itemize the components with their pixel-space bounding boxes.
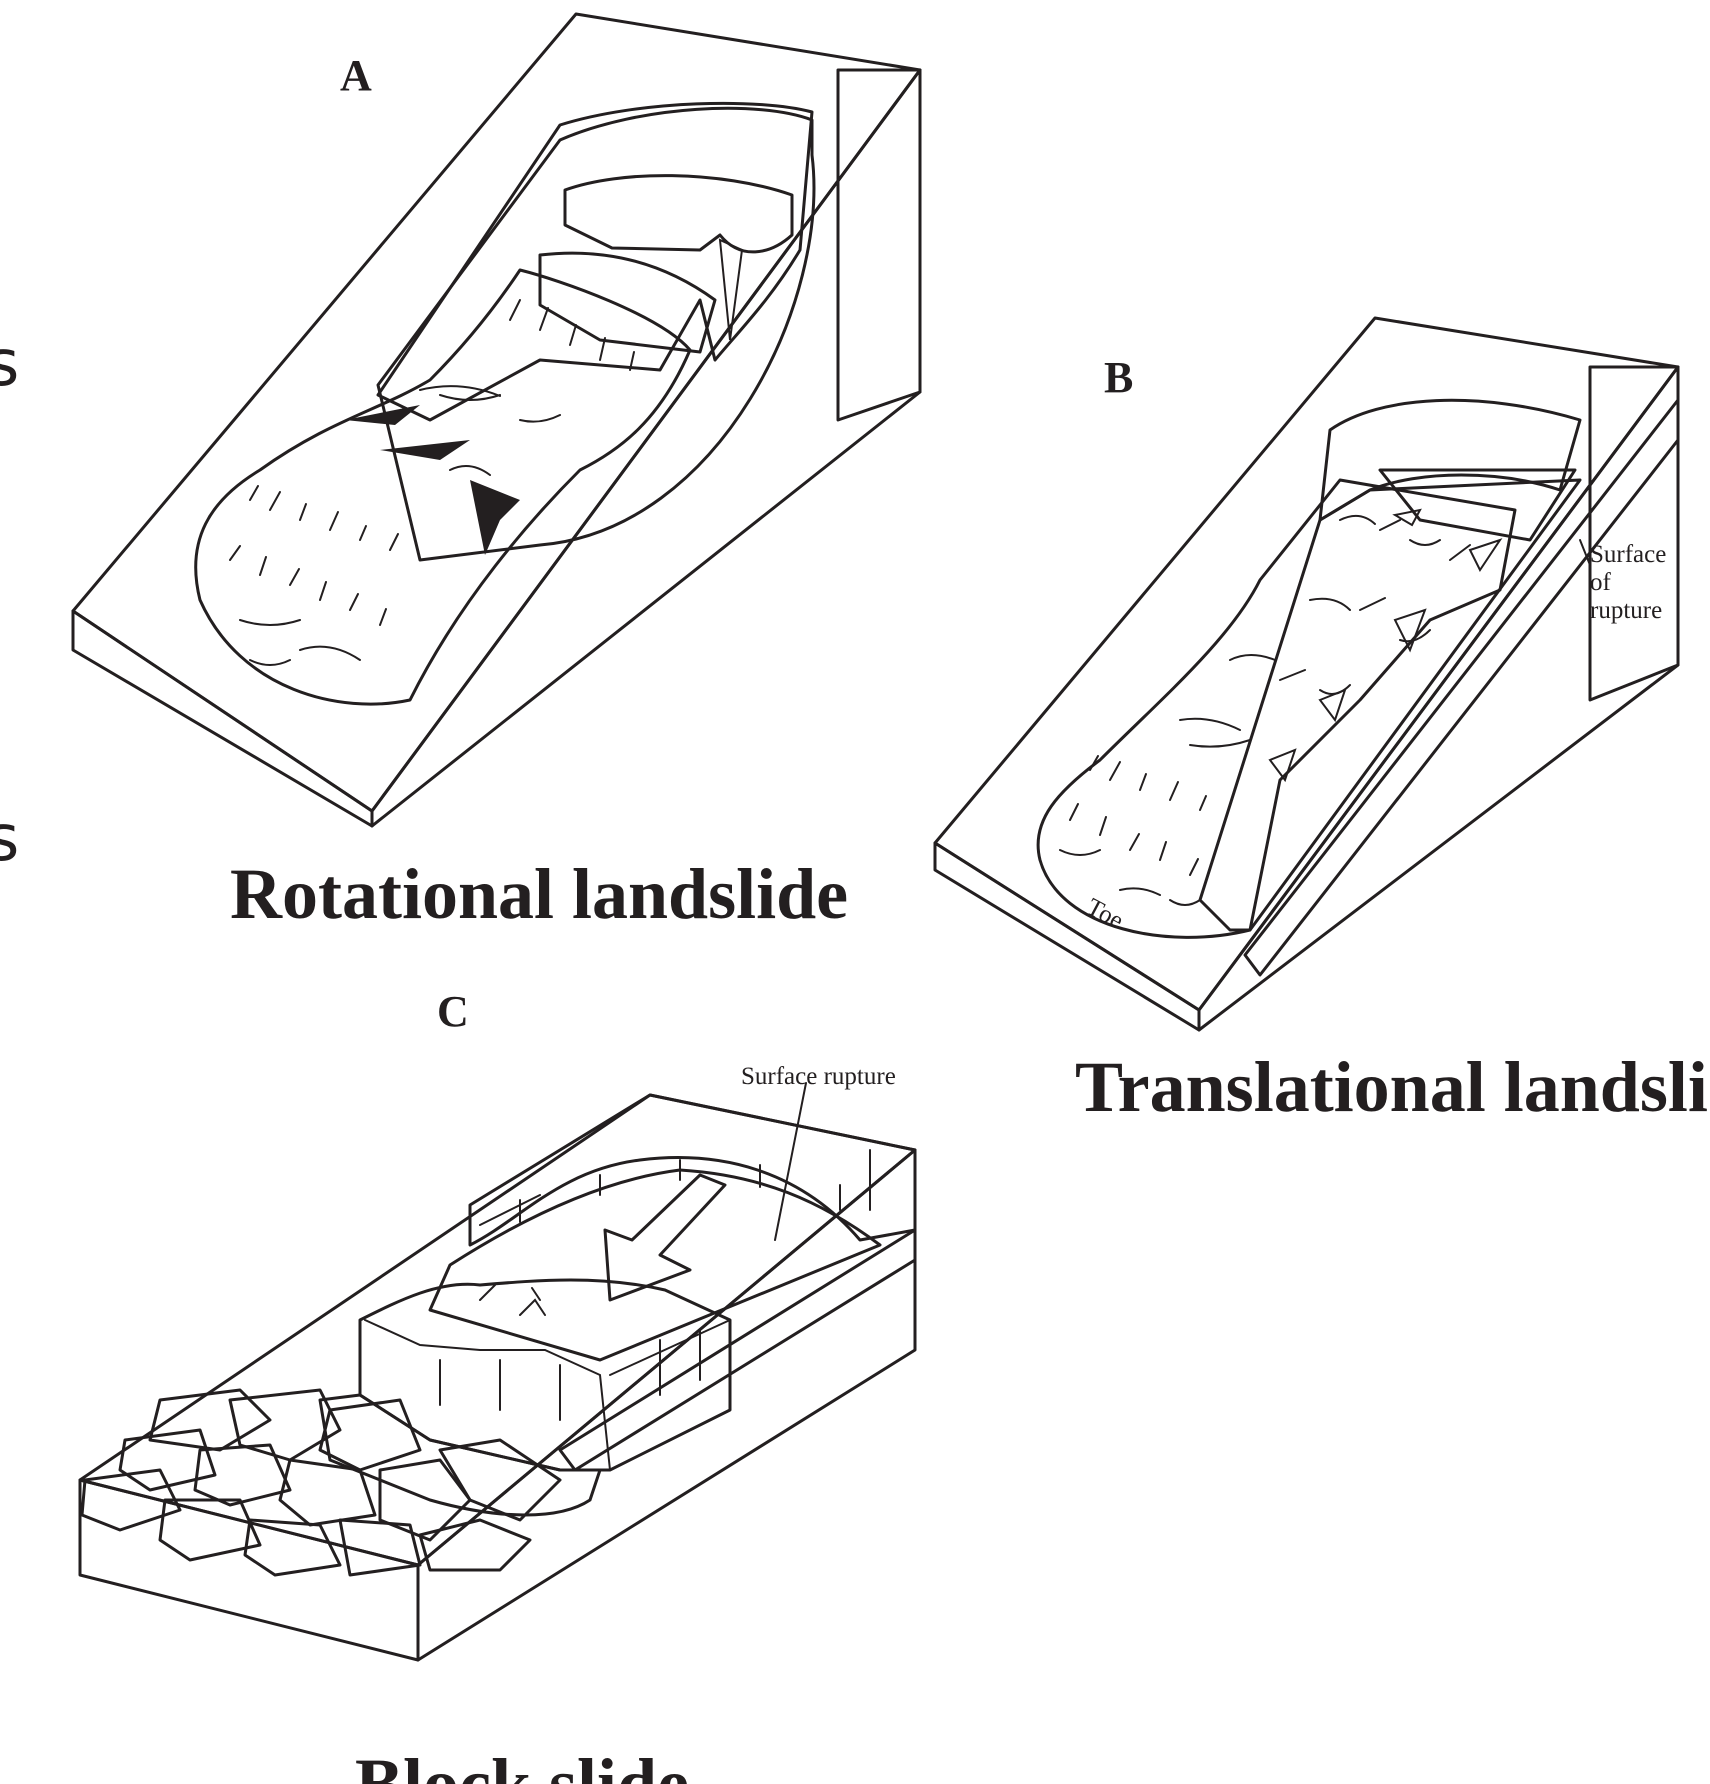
- panel-b-slope-top: [933, 316, 1680, 1012]
- panel-a-main-scarp: [376, 101, 814, 422]
- panel-c-slid-block-joints: [439, 1284, 701, 1421]
- panel-b-slid-mass: [1036, 478, 1517, 939]
- panel-b-letter: B: [1104, 353, 1133, 402]
- panel-a-fissures: [229, 299, 635, 666]
- panel-b-crack-1: [1392, 508, 1422, 527]
- panel-a-slope-back: [836, 68, 922, 422]
- panel-b-label-of: of: [1590, 569, 1612, 596]
- panel-a-slope-top: [71, 12, 922, 813]
- panel-b-label-surface: Surface: [1590, 541, 1666, 568]
- panel-c-exposed-surface: [428, 1168, 882, 1362]
- panel-b-label-rupture: rupture: [1590, 597, 1662, 624]
- panel-b-slope-back: [1588, 365, 1680, 702]
- panel-c-lower-layer: [318, 1393, 602, 1517]
- panel-b-crack-5: [1268, 748, 1297, 783]
- panel-a-slump-block-2: [538, 251, 717, 354]
- edge-glyph-2: s: [0, 802, 19, 876]
- panel-c-slid-block-edges: [364, 1319, 611, 1471]
- panel-b-crack-4: [1318, 688, 1347, 723]
- panel-a-scarp-drip: [718, 238, 744, 341]
- panel-a-slump-block-1: [563, 174, 794, 254]
- panel-b-mass-flank: [1198, 478, 1582, 932]
- panel-a-debris-body: [194, 268, 692, 706]
- panel-b-main-scarp: [1318, 398, 1582, 522]
- panel-c: Surface rupture C Block slide: [78, 987, 917, 1784]
- panel-a-letter: A: [340, 51, 372, 100]
- panel-b: Surface of rupture Toe B Translational l…: [933, 316, 1710, 1127]
- panel-a-crack-2: [380, 440, 470, 460]
- panel-b-rupture-surface: [1378, 468, 1577, 542]
- panel-c-rubble: [80, 1388, 562, 1577]
- panel-c-caption: Block slide: [355, 1744, 689, 1784]
- panel-a-crack-1: [345, 405, 420, 425]
- panel-a: A Rotational landslide: [71, 12, 922, 934]
- panel-c-slope-front: [78, 1478, 420, 1662]
- panel-b-caption: Translational landslid: [1075, 1047, 1710, 1127]
- panel-c-leader: [774, 1082, 807, 1241]
- panel-c-label-surface-rupture: Surface rupture: [741, 1063, 896, 1090]
- panel-c-slid-block: [358, 1278, 732, 1472]
- panel-a-crack-3: [470, 480, 520, 555]
- panel-b-leader: [1579, 539, 1591, 566]
- panel-b-crack-2: [1468, 538, 1503, 572]
- panel-a-caption: Rotational landslide: [230, 854, 848, 934]
- panel-c-letter: C: [437, 987, 469, 1036]
- edge-glyph-1: s: [0, 327, 19, 401]
- panel-b-crack-3: [1393, 608, 1427, 653]
- panel-b-fissures: [1059, 514, 1471, 906]
- panel-b-slope-side: [1197, 365, 1680, 1032]
- panel-a-slope-front: [71, 609, 374, 828]
- panel-a-failure-surface: [376, 106, 816, 562]
- panel-c-rupture-strip: [558, 1228, 917, 1472]
- panel-b-rupture-strip: [1243, 398, 1680, 977]
- panel-c-slope-side: [416, 1148, 917, 1662]
- panel-c-arrow: [603, 1173, 727, 1302]
- panel-c-slid-block-top-edge: [609, 1319, 731, 1376]
